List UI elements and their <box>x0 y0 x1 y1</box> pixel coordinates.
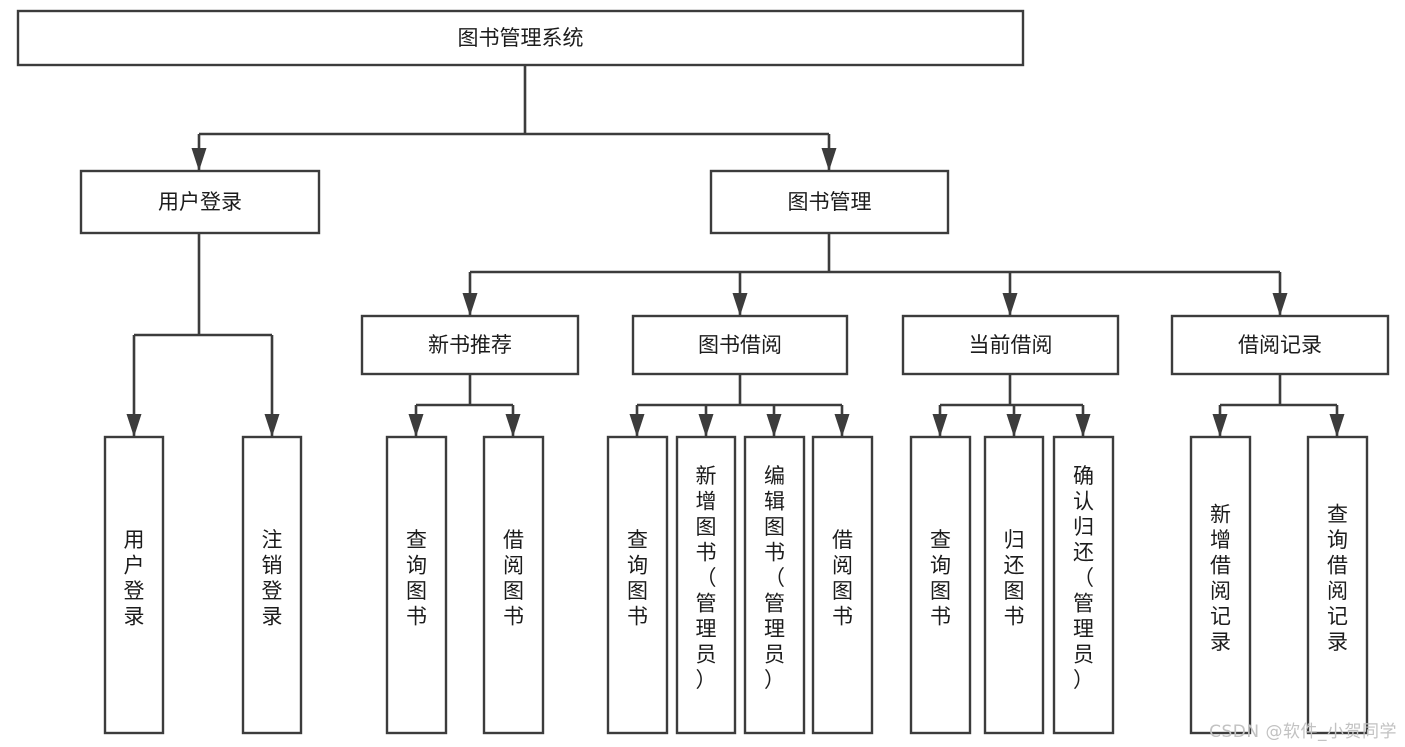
node-box[interactable] <box>606 435 669 735</box>
connector-userlogin-to-leaves <box>126 233 280 437</box>
arrow-head-icon <box>264 414 280 437</box>
node-label: 借阅图书 <box>503 528 524 629</box>
diagram-node[interactable]: 编辑图书（管理员） <box>743 435 806 735</box>
node-box[interactable] <box>631 314 849 376</box>
node-label: 编辑图书（管理员） <box>764 464 785 692</box>
arrow-head-icon <box>698 414 714 437</box>
node-box[interactable] <box>79 169 321 235</box>
node-box[interactable] <box>811 435 874 735</box>
diagram-node[interactable]: 图书借阅 <box>631 314 849 376</box>
diagram-node[interactable]: 当前借阅 <box>901 314 1120 376</box>
node-box[interactable] <box>241 435 303 735</box>
diagram-node[interactable]: 新增借阅记录 <box>1189 435 1252 735</box>
diagram-node[interactable]: 新增图书（管理员） <box>675 435 737 735</box>
node-label: 新增借阅记录 <box>1210 502 1231 654</box>
arrow-head-icon <box>1329 414 1345 437</box>
connectors-layer <box>126 65 1345 437</box>
arrow-head-icon <box>766 414 782 437</box>
arrow-head-icon <box>732 293 748 316</box>
node-label: 借阅图书 <box>832 528 853 629</box>
diagram-node[interactable]: 查询借阅记录 <box>1306 435 1369 735</box>
connector-newbook-to-leaves <box>408 374 521 437</box>
csdn-watermark: CSDN @软件_小贺同学 <box>1209 722 1397 742</box>
node-label: 查询图书 <box>627 528 648 629</box>
node-label: 用户登录 <box>124 528 145 629</box>
diagram-node[interactable]: 查询图书 <box>606 435 669 735</box>
arrow-head-icon <box>629 414 645 437</box>
node-box[interactable] <box>1052 435 1115 735</box>
diagram-node[interactable]: 借阅记录 <box>1170 314 1390 376</box>
connector-root-to-level2 <box>191 65 837 171</box>
arrow-head-icon <box>932 414 948 437</box>
node-label: 图书管理系统 <box>458 26 584 50</box>
arrow-head-icon <box>1075 414 1091 437</box>
node-label: 确认归还（管理员） <box>1073 464 1094 692</box>
arrow-head-icon <box>191 148 207 171</box>
node-box[interactable] <box>360 314 580 376</box>
diagram-node[interactable]: 图书管理 <box>709 169 950 235</box>
node-label: 新书推荐 <box>428 333 512 357</box>
connector-bookmgmt-to-level3 <box>462 233 1288 316</box>
node-box[interactable] <box>482 435 545 735</box>
diagram-node[interactable]: 图书管理系统 <box>16 9 1025 67</box>
node-box[interactable] <box>709 169 950 235</box>
arrow-head-icon <box>505 414 521 437</box>
node-box[interactable] <box>1189 435 1252 735</box>
arrow-head-icon <box>1002 293 1018 316</box>
node-box[interactable] <box>983 435 1045 735</box>
diagram-node[interactable]: 借阅图书 <box>811 435 874 735</box>
connector-records-to-leaves <box>1212 374 1345 437</box>
node-label: 查询图书 <box>930 528 951 629</box>
node-box[interactable] <box>901 314 1120 376</box>
node-label: 归还图书 <box>1004 528 1025 629</box>
node-box[interactable] <box>1306 435 1369 735</box>
node-box[interactable] <box>103 435 165 735</box>
diagram-node[interactable]: 查询图书 <box>385 435 448 735</box>
node-label: 用户登录 <box>158 190 242 214</box>
node-label: 借阅记录 <box>1238 333 1322 357</box>
node-label: 查询借阅记录 <box>1327 502 1348 654</box>
diagram-node[interactable]: 注销登录 <box>241 435 303 735</box>
diagram-node[interactable]: 新书推荐 <box>360 314 580 376</box>
arrow-head-icon <box>1272 293 1288 316</box>
connector-current-to-leaves <box>932 374 1091 437</box>
arrow-head-icon <box>821 148 837 171</box>
arrow-head-icon <box>126 414 142 437</box>
arrow-head-icon <box>1212 414 1228 437</box>
node-box[interactable] <box>909 435 972 735</box>
diagram-node[interactable]: 查询图书 <box>909 435 972 735</box>
node-box[interactable] <box>1170 314 1390 376</box>
node-box[interactable] <box>743 435 806 735</box>
arrow-head-icon <box>834 414 850 437</box>
node-label: 新增图书（管理员） <box>696 464 717 692</box>
diagram-node[interactable]: 借阅图书 <box>482 435 545 735</box>
node-box[interactable] <box>385 435 448 735</box>
node-label: 查询图书 <box>406 528 427 629</box>
diagram-node[interactable]: 用户登录 <box>103 435 165 735</box>
node-label: 图书借阅 <box>698 333 782 357</box>
node-label: 图书管理 <box>788 190 872 214</box>
diagram-node[interactable]: 用户登录 <box>79 169 321 235</box>
diagram-node[interactable]: 确认归还（管理员） <box>1052 435 1115 735</box>
node-label: 注销登录 <box>262 528 283 629</box>
arrow-head-icon <box>462 293 478 316</box>
nodes-layer: 图书管理系统用户登录图书管理新书推荐图书借阅当前借阅借阅记录用户登录注销登录查询… <box>16 9 1390 735</box>
node-label: 当前借阅 <box>969 333 1053 357</box>
arrow-head-icon <box>408 414 424 437</box>
node-box[interactable] <box>675 435 737 735</box>
node-box[interactable] <box>16 9 1025 67</box>
connector-borrow-to-leaves <box>629 374 850 437</box>
arrow-head-icon <box>1006 414 1022 437</box>
diagram-node[interactable]: 归还图书 <box>983 435 1045 735</box>
